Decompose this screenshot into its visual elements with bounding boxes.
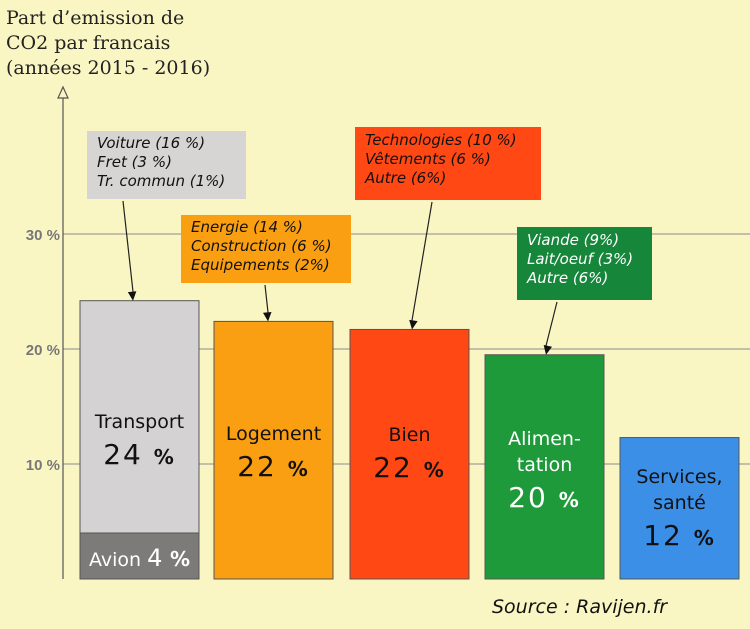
callout-line: Tr. commun (1%) [97, 172, 226, 190]
callout-line: Autre (6%) [527, 269, 609, 287]
percent-sign: % [694, 526, 716, 550]
bar-category-label: santé [653, 492, 706, 514]
bar-logement [213, 320, 334, 580]
bar-category-label: Alimen- [508, 428, 581, 450]
arrowhead-icon [262, 312, 272, 322]
arrowhead-icon [409, 319, 418, 330]
arrowhead-icon [543, 345, 553, 355]
callout-arrow-line [264, 284, 269, 313]
callout-line: Equipements (2%) [191, 256, 330, 274]
avion-value: 4 [147, 544, 170, 572]
callout-line: Viande (9%) [527, 231, 620, 249]
avion-label: Avion 4 % [89, 544, 190, 572]
callout-line: Vêtements (6 %) [365, 150, 491, 168]
bar-category-label: Bien [388, 424, 430, 446]
chart-title: Part d’emission de CO2 par francais (ann… [6, 6, 210, 81]
y-tick-label: 10 % [26, 457, 60, 474]
bar-bien [349, 328, 470, 580]
callout-line: Autre (6%) [365, 169, 447, 187]
callout-line: Energie (14 %) [191, 218, 303, 236]
callout-line: Technologies (10 %) [365, 131, 517, 149]
percent-sign: % [154, 445, 176, 469]
y-tick-label: 20 % [26, 342, 60, 359]
arrowhead-icon [127, 291, 137, 301]
percent-sign: % [288, 457, 310, 481]
source-credit: Source : Ravijen.fr [492, 596, 668, 618]
callout-bien: Technologies (10 %) Vêtements (6 %) Autr… [355, 127, 541, 200]
bar-avion [79, 532, 200, 580]
percent-sign: % [559, 488, 581, 512]
callout-transport: Voiture (16 %) Fret (3 %) Tr. commun (1%… [87, 131, 246, 199]
callout-line: Lait/oeuf (3%) [527, 250, 634, 268]
bar-category-label: Transport [94, 411, 184, 433]
bar-category-label: Logement [226, 423, 321, 445]
callout-logement: Energie (14 %) Construction (6 %) Equipe… [181, 215, 351, 283]
title-line: (années 2015 - 2016) [6, 57, 211, 79]
callout-arrow-line [545, 301, 558, 346]
bar-category-label: Services, [636, 466, 722, 488]
title-line: Part d’emission de [6, 7, 185, 29]
bar-services-sant- [619, 437, 740, 580]
y-tick-label: 30 % [26, 227, 60, 244]
callout-arrow-line [411, 201, 433, 321]
callout-line: Fret (3 %) [97, 153, 172, 171]
callout-line: Construction (6 %) [191, 237, 332, 255]
title-line: CO2 par francais [6, 32, 171, 54]
callout-arrow-line [122, 200, 134, 292]
percent-sign: % [424, 458, 446, 482]
y-axis-arrow-icon [57, 85, 69, 99]
bar-alimentation [484, 354, 605, 580]
percent-sign: % [170, 547, 190, 571]
bar-value-label: 12 % [643, 519, 716, 552]
bar-category-label: tation [517, 454, 573, 476]
callout-line: Voiture (16 %) [97, 134, 206, 152]
callout-alimentation: Viande (9%) Lait/oeuf (3%) Autre (6%) [517, 227, 652, 300]
